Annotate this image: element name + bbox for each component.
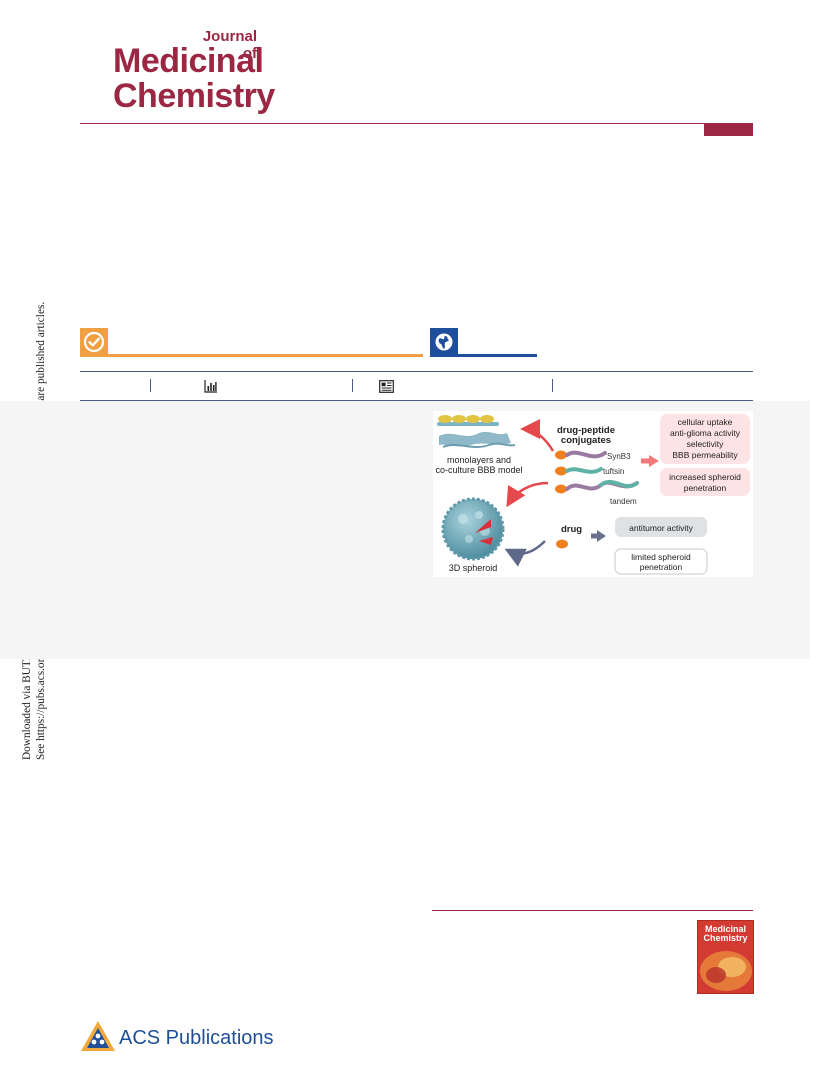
metrics-separator	[150, 379, 151, 392]
model-label-line2: co-culture BBB model	[435, 465, 522, 475]
section-tab	[704, 123, 753, 136]
cover-title-line2: Chemistry	[703, 933, 748, 943]
drug-outcome-2-line1: limited spheroid	[631, 552, 691, 562]
globe-badge[interactable]	[430, 328, 458, 356]
spheroid-label: 3D spheroid	[449, 563, 498, 573]
drug-peptide-label-line2: conjugates	[561, 435, 611, 446]
outcome-1-line3: selectivity	[687, 439, 725, 449]
peptide-tandem	[555, 479, 639, 494]
check-circle-icon	[83, 331, 105, 353]
drug-molecule	[556, 539, 568, 549]
cell-monolayer-illustration	[437, 415, 516, 448]
globe-rule	[430, 354, 537, 357]
outcome-1-line1: cellular uptake	[678, 417, 733, 427]
newspaper-icon[interactable]	[379, 380, 394, 398]
journal-cover-thumbnail[interactable]: Medicinal Chemistry	[697, 920, 754, 994]
journal-of-label: Journal of	[202, 28, 257, 62]
outcome-2-line2: penetration	[684, 483, 727, 493]
acs-publications-wordmark[interactable]: ACS Publications	[119, 1027, 274, 1049]
outcome-1-line2: anti-glioma activity	[670, 428, 741, 438]
bar-chart-icon[interactable]	[204, 380, 218, 398]
open-access-badge[interactable]	[80, 328, 108, 356]
drug-outcome-1: antitumor activity	[629, 523, 694, 533]
journal-title-line1: Medicinal	[113, 42, 264, 80]
open-access-rule	[80, 354, 423, 357]
drug-label: drug	[561, 524, 582, 535]
outcome-box-2	[660, 468, 750, 496]
acs-logo-icon[interactable]	[80, 1020, 116, 1059]
spheroid-illustration	[441, 497, 505, 561]
toc-graphic[interactable]: monolayers and co-culture BBB model drug…	[433, 411, 753, 577]
drug-outcome-box-2	[614, 548, 708, 575]
metrics-bar-bottom-rule	[80, 400, 753, 401]
outcome-box-1	[660, 414, 750, 464]
outcome-2-line1: increased spheroid	[669, 472, 741, 482]
metrics-separator	[552, 379, 553, 392]
cover-artwork	[700, 951, 752, 991]
peptide-tuftsin-label: tuftsin	[603, 467, 624, 476]
peptide-synb3	[555, 450, 607, 460]
metrics-separator	[352, 379, 353, 392]
cover-divider	[432, 910, 753, 911]
journal-title[interactable]: Medicinal Chemistry	[113, 44, 275, 114]
peptide-synb3-label: SynB3	[607, 452, 631, 461]
model-label-line1: monolayers and	[447, 455, 511, 465]
drug-outcome-2-line2: penetration	[640, 562, 683, 572]
peptide-tandem-label: tandem	[610, 497, 637, 506]
drug-outcome-box-1	[615, 517, 707, 537]
outcome-1-line4: BBB permeability	[672, 450, 738, 460]
peptide-tuftsin	[555, 466, 603, 476]
globe-icon	[435, 333, 453, 351]
journal-title-line2: Chemistry	[113, 77, 275, 115]
metrics-bar-top-rule	[80, 371, 753, 372]
masthead-divider	[80, 123, 753, 124]
drug-peptide-label-line1: drug-peptide	[557, 425, 615, 436]
cover-title-line1: Medicinal	[704, 924, 746, 934]
